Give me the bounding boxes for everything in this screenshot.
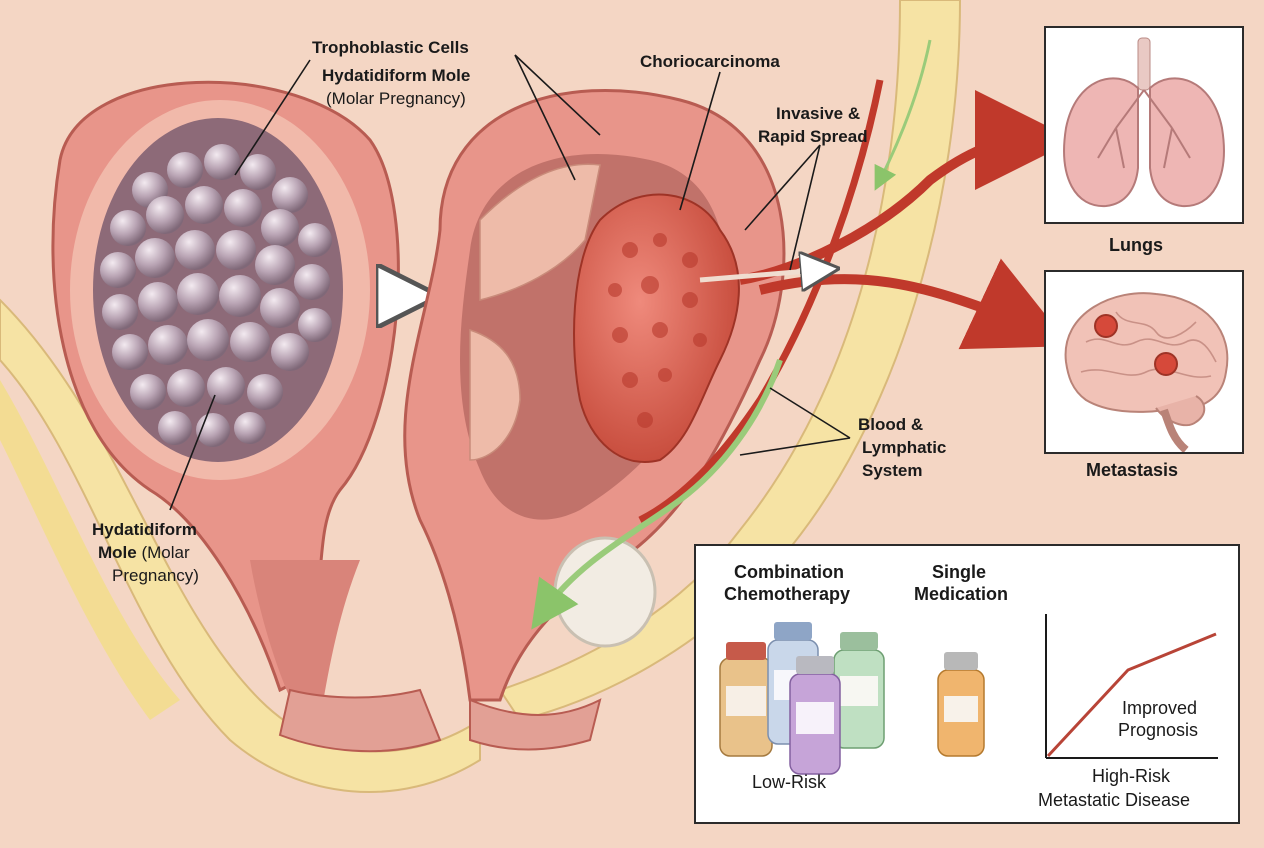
high-risk-label-line2: Metastatic Disease [1038,790,1191,810]
trophoblastic-cells-label: Trophoblastic Cells [312,38,469,57]
invasive-label-line2: Rapid Spread [758,127,868,146]
combination-vials [719,622,885,775]
combination-label-line2: Chemotherapy [724,584,851,604]
improved-label-line1: Improved [1122,698,1198,718]
left-mole-label-line2: Mole (Molar [98,543,190,563]
high-risk-label-line1: High-Risk [1092,766,1171,786]
blood-lymph-label-line2: Lymphatic [862,438,947,457]
lungs-caption: Lungs [1109,235,1163,255]
left-mole-label-line3: Pregnancy) [112,566,199,585]
left-mole-label-bold: Mole [98,543,137,562]
lungs-illustration [1063,37,1225,208]
molar-pregnancy-top-label: (Molar Pregnancy) [326,89,466,108]
choriocarcinoma-label: Choriocarcinoma [640,52,780,71]
left-mole-label-line1: Hydatidiform [92,520,197,539]
combination-label-line1: Combination [734,562,844,582]
invasive-label-line1: Invasive & [776,104,861,123]
blood-lymph-label-line3: System [862,461,923,480]
brain-illustration [1064,292,1229,454]
left-mole-label-sub: (Molar [141,543,190,562]
single-label-line1: Single [932,562,987,582]
treatment-illustration [719,614,1218,775]
hydatidiform-mole-top-label: Hydatidiform Mole [322,66,471,85]
treatment-panel [694,544,1240,824]
improved-label-line2: Prognosis [1118,720,1199,740]
blood-lymph-label-line1: Blood & [858,415,924,434]
lungs-panel [1044,26,1244,224]
brain-panel [1044,270,1244,454]
single-vial [937,652,985,757]
single-label-line2: Medication [914,584,1009,604]
low-risk-label: Low-Risk [752,772,827,792]
metastasis-caption: Metastasis [1086,460,1179,480]
